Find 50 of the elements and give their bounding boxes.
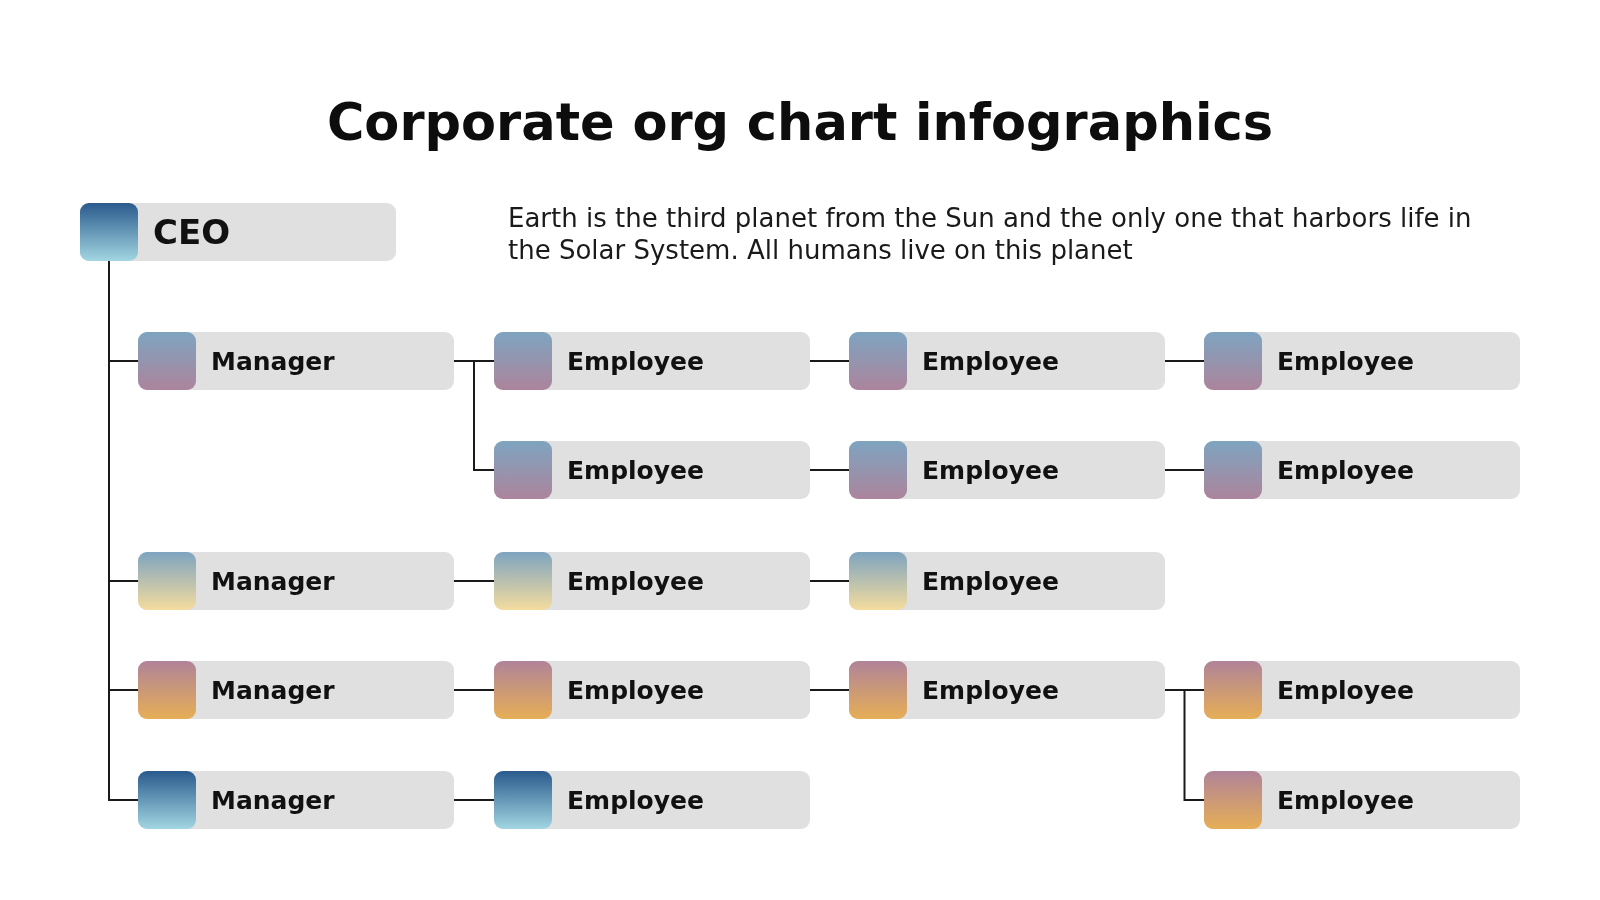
connector-line bbox=[809, 689, 850, 691]
role-label: Employee bbox=[922, 346, 1059, 376]
role-card bbox=[138, 552, 454, 610]
role-card bbox=[494, 332, 810, 390]
role-label: Employee bbox=[1277, 785, 1414, 815]
role-card bbox=[138, 332, 454, 390]
role-card bbox=[138, 771, 454, 829]
role-label: Employee bbox=[1277, 455, 1414, 485]
connector-line bbox=[453, 689, 495, 691]
connector-line bbox=[108, 260, 139, 801]
role-card bbox=[849, 552, 1165, 610]
connector-line bbox=[809, 360, 850, 362]
role-card bbox=[494, 661, 810, 719]
connector-line bbox=[453, 799, 495, 801]
role-label: Employee bbox=[922, 675, 1059, 705]
connector-line bbox=[453, 580, 495, 582]
role-label: CEO bbox=[153, 213, 231, 251]
connector-line bbox=[453, 360, 495, 471]
role-label: Employee bbox=[567, 785, 704, 815]
role-label: Employee bbox=[1277, 675, 1414, 705]
role-label: Employee bbox=[567, 346, 704, 376]
role-label: Employee bbox=[567, 455, 704, 485]
role-card bbox=[1204, 771, 1520, 829]
role-label: Employee bbox=[922, 566, 1059, 596]
role-card bbox=[1204, 661, 1520, 719]
role-card bbox=[494, 552, 810, 610]
connector-line bbox=[1164, 469, 1205, 471]
role-label: Manager bbox=[211, 785, 335, 815]
role-label: Manager bbox=[211, 675, 335, 705]
connector-line bbox=[1164, 689, 1205, 801]
role-label: Manager bbox=[211, 566, 335, 596]
role-card bbox=[80, 203, 396, 261]
role-card bbox=[494, 441, 810, 499]
connector-line bbox=[809, 580, 850, 582]
role-card bbox=[849, 441, 1165, 499]
role-label: Manager bbox=[211, 346, 335, 376]
connector-line bbox=[1164, 360, 1205, 362]
role-card bbox=[1204, 441, 1520, 499]
role-card bbox=[138, 661, 454, 719]
role-label: Employee bbox=[567, 675, 704, 705]
description-text: Earth is the third planet from the Sun and the only one that harbors life in the Solar System. All humans live on this planet bbox=[508, 202, 1473, 266]
role-label: Employee bbox=[567, 566, 704, 596]
connector-line bbox=[809, 469, 850, 471]
chart-title: Corporate org chart infographics bbox=[325, 92, 1275, 154]
role-card bbox=[849, 332, 1165, 390]
role-label: Employee bbox=[922, 455, 1059, 485]
role-card bbox=[494, 771, 810, 829]
role-label: Employee bbox=[1277, 346, 1414, 376]
role-card bbox=[849, 661, 1165, 719]
role-card bbox=[1204, 332, 1520, 390]
